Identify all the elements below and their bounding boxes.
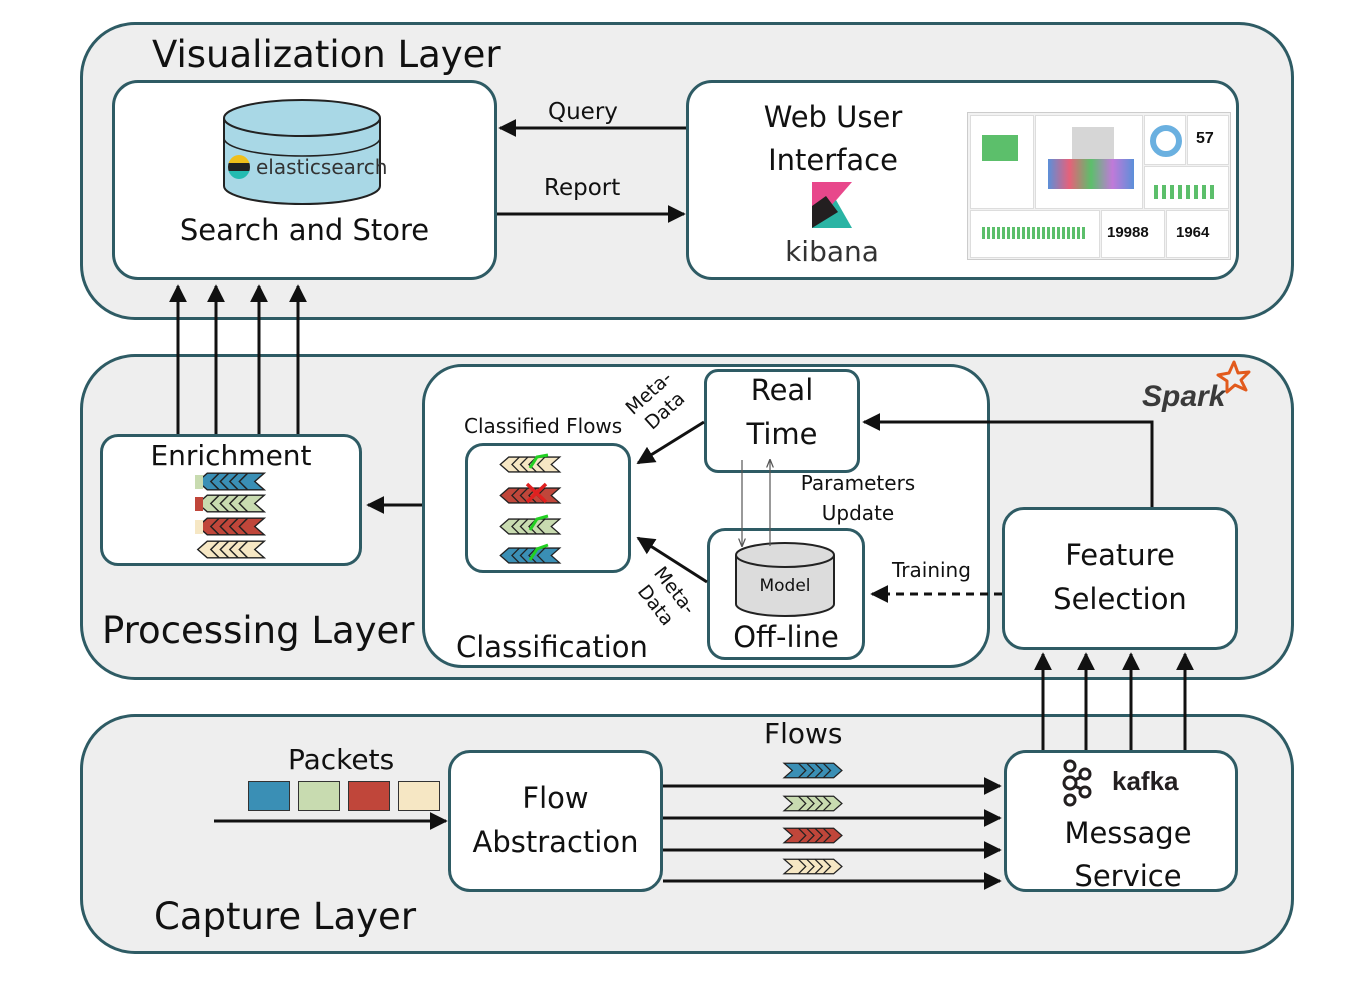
spark-logo: Spark bbox=[1142, 380, 1226, 413]
dashboard-value-1964: 1964 bbox=[1176, 224, 1210, 241]
search-store-label: Search and Store bbox=[179, 213, 430, 247]
message-service-label-1: Message bbox=[1064, 816, 1192, 850]
message-service-box bbox=[1004, 750, 1238, 892]
offline-label: Off-line bbox=[733, 620, 839, 654]
real-time-label-2: Time bbox=[746, 417, 818, 451]
flow-abstraction-label-1: Flow bbox=[522, 781, 589, 815]
kibana-logo: kibana bbox=[785, 235, 879, 268]
kafka-logo: kafka bbox=[1112, 766, 1179, 796]
feature-selection-box bbox=[1002, 507, 1238, 650]
parameters-update-label-2: Update bbox=[821, 501, 895, 525]
elasticsearch-logo: elasticsearch bbox=[256, 155, 388, 179]
model-label: Model bbox=[759, 576, 811, 596]
flow-abstraction-box bbox=[448, 750, 663, 892]
capture-layer-title: Capture Layer bbox=[154, 895, 417, 938]
real-time-label-1: Real bbox=[750, 373, 814, 407]
real-time-box bbox=[704, 369, 860, 473]
packet-cream bbox=[398, 781, 440, 811]
training-label: Training bbox=[892, 558, 971, 582]
visualization-layer-title: Visualization Layer bbox=[152, 33, 501, 76]
feature-selection-label-2: Selection bbox=[1053, 582, 1187, 616]
classified-flows-box bbox=[465, 443, 631, 573]
packets-label: Packets bbox=[288, 743, 395, 776]
message-service-label-2: Service bbox=[1074, 859, 1182, 893]
dashboard-value-57: 57 bbox=[1196, 130, 1214, 147]
flows-label: Flows bbox=[764, 717, 843, 750]
web-ui-label-2: Interface bbox=[768, 143, 898, 177]
dashboard-value-19988: 19988 bbox=[1107, 224, 1149, 241]
search-store-box bbox=[112, 80, 497, 280]
query-label: Query bbox=[548, 99, 618, 125]
report-label: Report bbox=[544, 175, 621, 201]
elasticsearch-logo-icon bbox=[228, 155, 250, 179]
packet-blue bbox=[248, 781, 290, 811]
packet-red bbox=[348, 781, 390, 811]
processing-layer-title: Processing Layer bbox=[102, 609, 415, 652]
dashboard-thumbnail: 57 19988 1964 bbox=[967, 112, 1231, 260]
classified-flows-label: Classified Flows bbox=[464, 414, 623, 438]
flow-abstraction-label-2: Abstraction bbox=[472, 825, 639, 859]
packet-green bbox=[298, 781, 340, 811]
parameters-update-label-1: Parameters bbox=[800, 471, 916, 495]
feature-selection-label-1: Feature bbox=[1065, 538, 1175, 572]
enrichment-label: Enrichment bbox=[150, 439, 312, 472]
classification-label: Classification bbox=[456, 630, 648, 664]
web-ui-label-1: Web User bbox=[763, 100, 903, 134]
